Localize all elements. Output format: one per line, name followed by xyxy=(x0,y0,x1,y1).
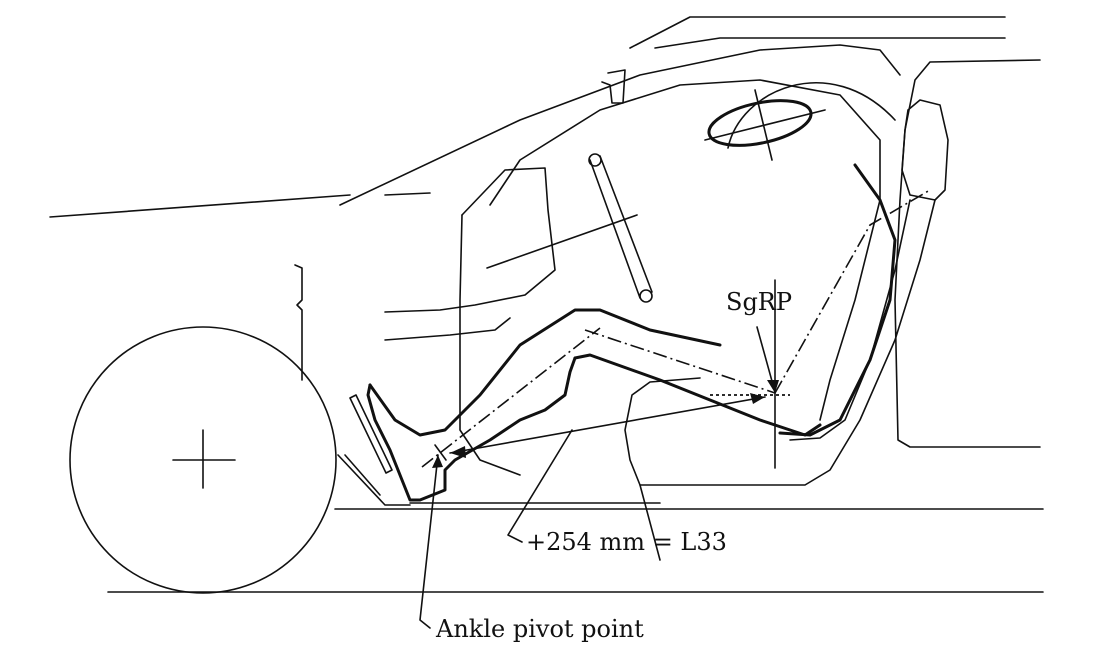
l33-dimension-arrow xyxy=(449,393,766,458)
sgrp-label: SgRP xyxy=(726,288,792,316)
steering-column xyxy=(588,153,653,303)
head-restraint-ellipse xyxy=(704,82,896,161)
seat xyxy=(624,99,949,561)
occupant-leg xyxy=(366,308,822,502)
leader-lines xyxy=(419,326,779,629)
floor-lines xyxy=(334,454,1044,510)
l33-label: +254 mm = L33 xyxy=(526,528,727,556)
dashboard xyxy=(384,167,638,476)
wheel xyxy=(69,326,337,594)
body-outline xyxy=(49,16,1041,448)
ankle-pivot-label: Ankle pivot point xyxy=(435,615,644,643)
centerlines xyxy=(421,189,931,469)
accelerator-pedal xyxy=(349,394,393,474)
